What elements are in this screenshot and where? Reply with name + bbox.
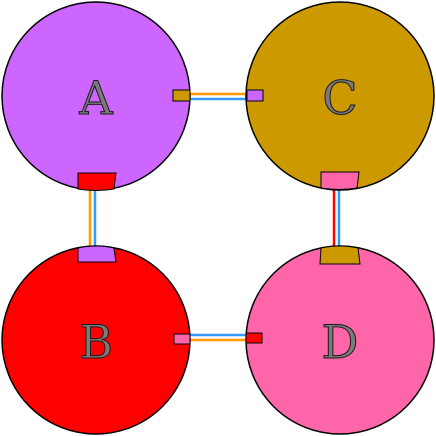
node-a[interactable]: A <box>1 1 191 191</box>
port-c-left <box>246 89 264 102</box>
node-b[interactable]: B <box>1 245 191 435</box>
edge-a-c <box>190 92 246 101</box>
edge-a-b <box>88 190 97 246</box>
port-d-left <box>245 332 263 344</box>
node-b-label: B <box>79 315 113 369</box>
port-a-bottom <box>77 172 117 191</box>
node-d[interactable]: D <box>245 245 435 435</box>
port-b-top <box>77 245 117 263</box>
port-a-right <box>172 89 191 102</box>
port-d-top <box>319 245 361 265</box>
edge-c-d <box>332 188 341 246</box>
edge-b-d <box>190 333 246 342</box>
node-c[interactable]: C <box>245 1 435 191</box>
port-c-bottom <box>320 171 360 190</box>
node-a-label: A <box>78 71 113 125</box>
node-c-circle[interactable] <box>245 1 435 191</box>
port-b-right <box>173 333 191 345</box>
node-c-label: C <box>322 71 357 125</box>
node-d-label: D <box>322 315 359 369</box>
